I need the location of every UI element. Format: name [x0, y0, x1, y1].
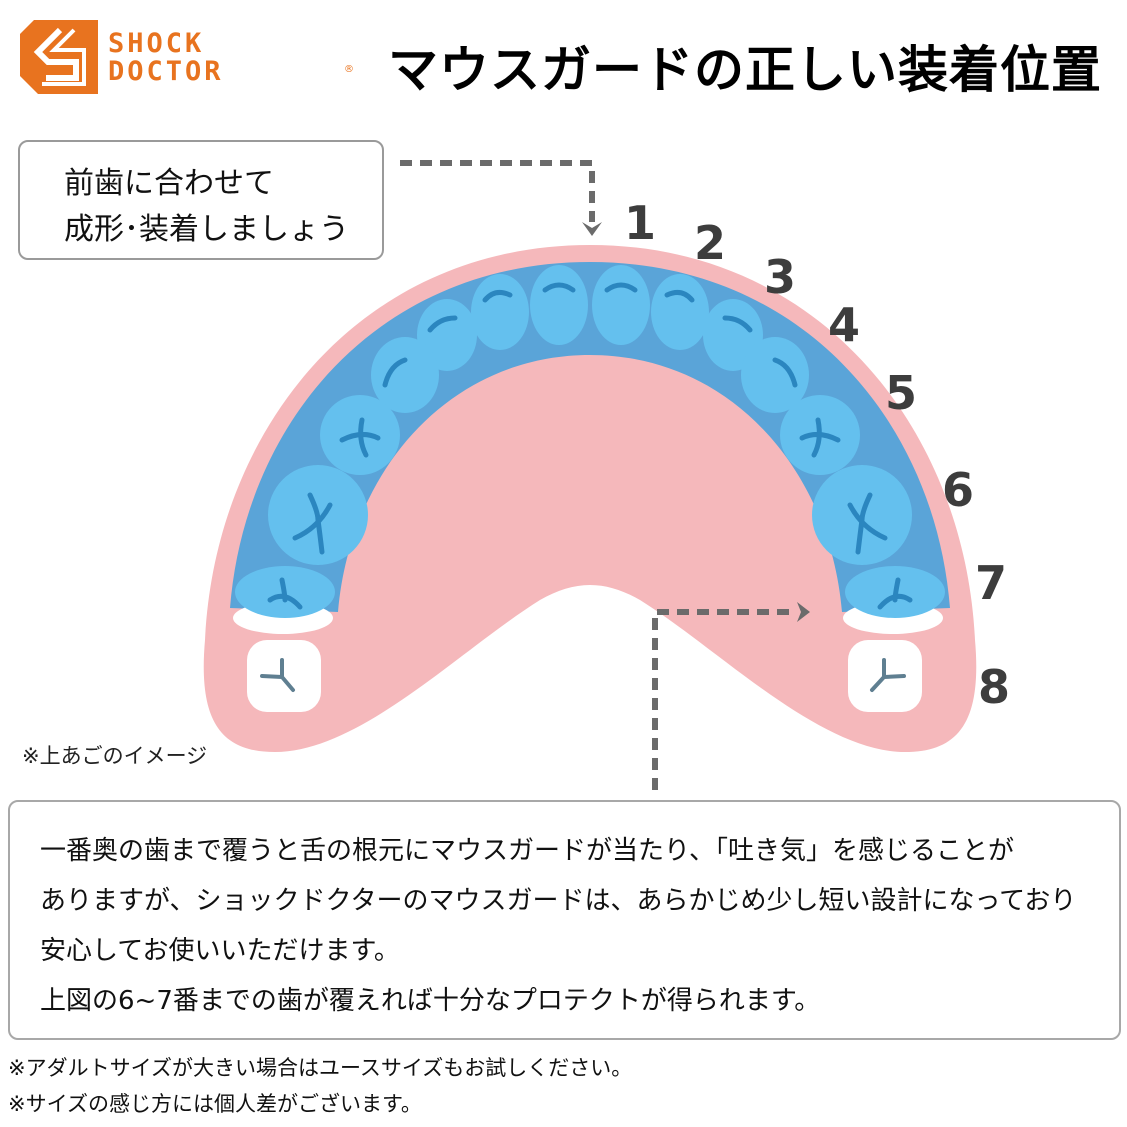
front-teeth-callout: 前歯に合わせて 成形･装着しましょう [18, 140, 384, 260]
callout-line-1: 前歯に合わせて [64, 166, 274, 201]
tooth-number-7: 7 [975, 556, 1008, 610]
info-box: 一番奥の歯まで覆うと舌の根元にマウスガードが当たり、「吐き気」を感じることが あ… [8, 800, 1121, 1040]
info-line-1: 一番奥の歯まで覆うと舌の根元にマウスガードが当たり、「吐き気」を感じることが [40, 836, 1014, 866]
shock-doctor-logo-icon [20, 20, 98, 94]
brand-line-1: SHOCK [108, 28, 205, 59]
tooth-number-4: 4 [828, 298, 861, 352]
brand-name: SHOCK DOCTOR [108, 30, 224, 86]
tooth-number-6: 6 [942, 463, 975, 517]
info-line-2: ありますが、ショックドクターのマウスガードは、あらかじめ少し短い設計になっており [40, 886, 1077, 916]
info-line-3: 安心してお使いいただけます。 [40, 936, 400, 966]
tooth-number-2: 2 [694, 216, 727, 270]
tooth-number-8: 8 [978, 660, 1011, 714]
page-title: マウスガードの正しい装着位置 [388, 41, 1102, 99]
tooth-number-1: 1 [624, 196, 657, 250]
uncovered-back-teeth [247, 640, 922, 712]
shock-doctor-logo: SHOCK DOCTOR ® [20, 20, 360, 98]
note-individual: ※サイズの感じ方には個人差がございます。 [8, 1092, 422, 1116]
callout-arrow-icon [400, 160, 602, 236]
tooth-number-3: 3 [764, 250, 797, 304]
callout-line-2: 成形･装着しましょう [64, 212, 349, 247]
brand-line-2: DOCTOR [108, 56, 224, 87]
tooth-number-5: 5 [885, 366, 918, 420]
registered-mark: ® [344, 64, 354, 75]
upper-jaw-diagram [203, 160, 977, 790]
coverage-arrow-icon [652, 602, 810, 790]
info-line-4: 上図の6~7番までの歯が覆えれば十分なプロテクトが得られます。 [40, 986, 821, 1016]
tooth-grooves [267, 282, 913, 610]
note-size: ※アダルトサイズが大きい場合はユースサイズもお試しください。 [8, 1056, 633, 1080]
diagram-caption: ※上あごのイメージ [22, 744, 208, 768]
